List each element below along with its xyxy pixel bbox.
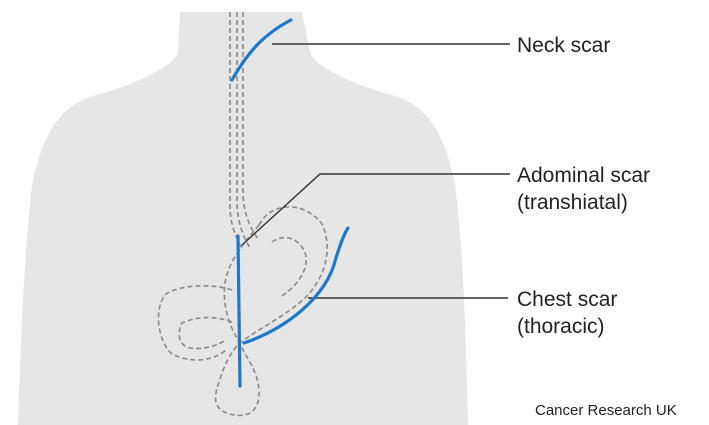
abdominal-scar-subtext: (transhiatal): [517, 189, 650, 216]
neck-scar-label: Neck scar: [517, 32, 610, 59]
torso-silhouette: [18, 12, 468, 425]
abdominal-scar-label: Adominal scar (transhiatal): [517, 162, 650, 216]
source-credit: Cancer Research UK: [535, 402, 677, 419]
chest-scar-label: Chest scar (thoracic): [517, 286, 617, 340]
neck-scar-text: Neck scar: [517, 32, 610, 59]
chest-scar-subtext: (thoracic): [517, 313, 617, 340]
abdominal-scar-text: Adominal scar: [517, 162, 650, 189]
chest-scar-text: Chest scar: [517, 286, 617, 313]
abdominal-scar-line: [238, 236, 240, 386]
